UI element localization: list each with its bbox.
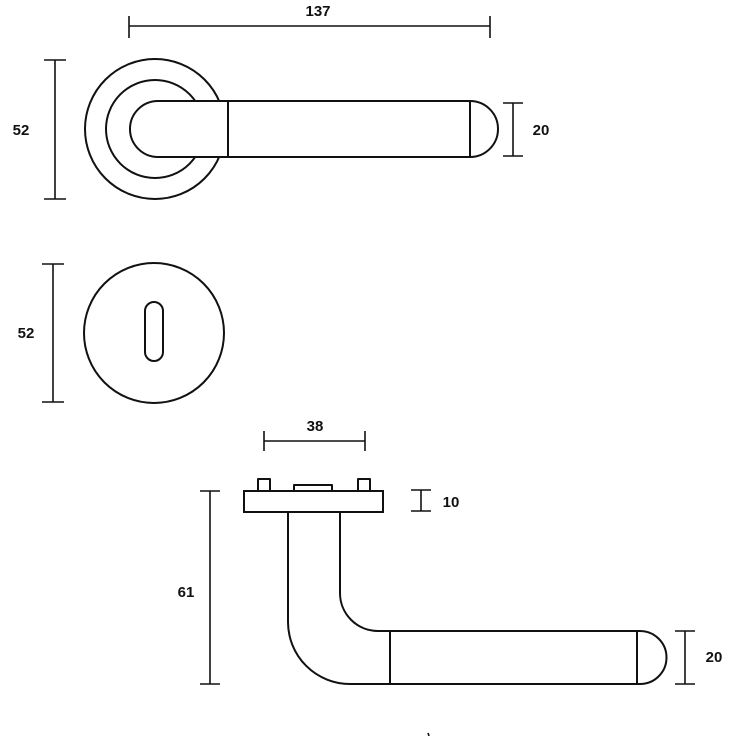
dimension-label-side-height: 61 (178, 584, 195, 601)
fixing-screw-right (357, 478, 371, 492)
dimension-top-width: 137 (128, 3, 491, 38)
side-lever-body (287, 512, 668, 685)
keyhole-slot (144, 301, 164, 362)
key-escutcheon (83, 262, 225, 404)
fixing-screw-left (257, 478, 271, 492)
dimension-side-grip: 20 (675, 630, 723, 685)
dimension-top-grip: 20 (503, 102, 550, 157)
dimension-label-top-height: 52 (13, 122, 30, 139)
rose-plate (243, 490, 384, 513)
dimension-label-side-grip: 20 (706, 649, 723, 666)
side-view-lever-handle (243, 478, 668, 685)
dimension-label-side-rose-width: 38 (307, 418, 324, 435)
dimension-label-top-grip: 20 (533, 122, 550, 139)
dimension-side-rose-depth: 10 (411, 489, 460, 512)
lever-body (129, 100, 499, 158)
escutcheon-circle (83, 262, 225, 404)
dimension-side-rose-width: 38 (263, 418, 366, 451)
dimension-label-escutcheon-height: 52 (18, 325, 35, 342)
top-view-lever-handle (84, 58, 499, 200)
dimension-top-height: 52 (13, 59, 66, 200)
dimension-side-height: 61 (178, 490, 220, 685)
dimension-label-side-rose-depth: 10 (443, 494, 460, 511)
dimension-label-top-width: 137 (305, 3, 330, 20)
dimension-escutcheon-height: 52 (18, 263, 64, 403)
